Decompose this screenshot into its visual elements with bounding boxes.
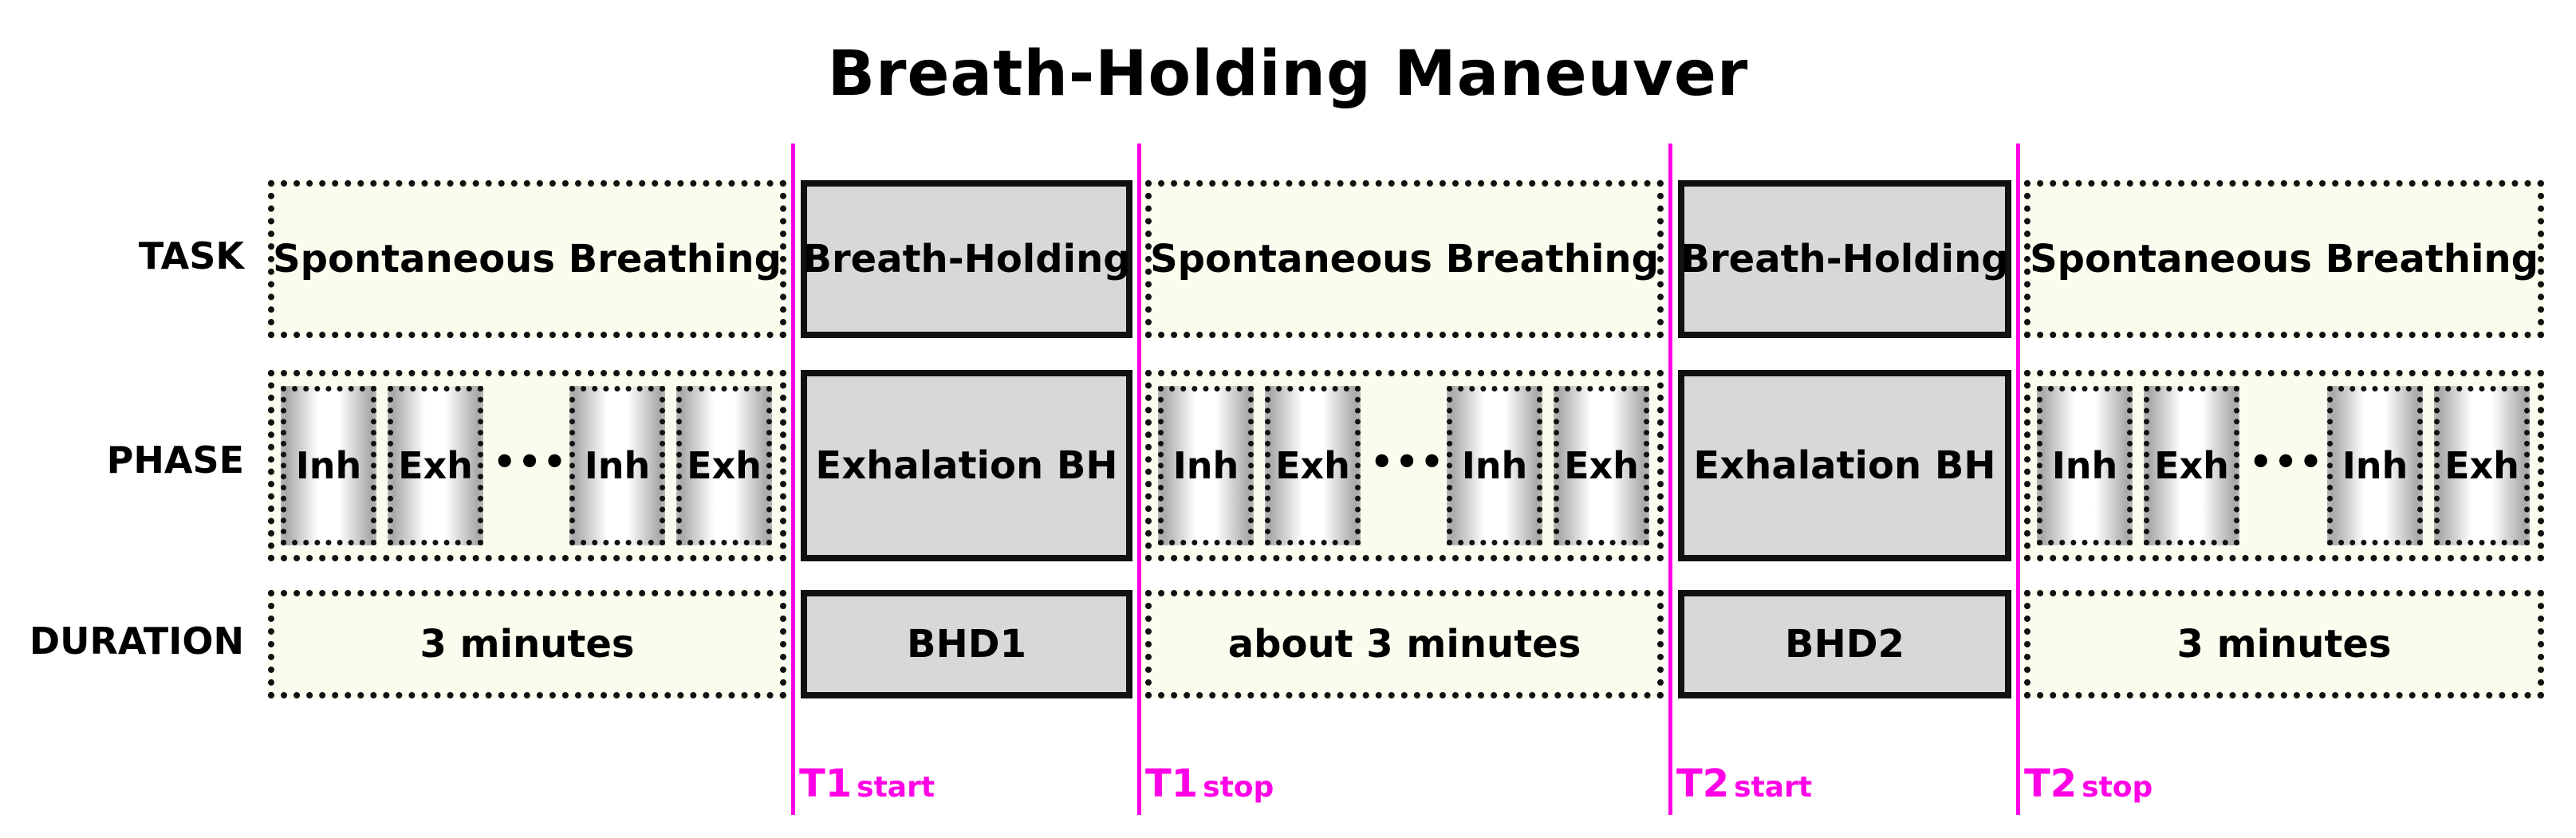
marker-main: T2 bbox=[2024, 761, 2078, 806]
marker-sub: stop bbox=[2082, 771, 2153, 804]
phase-inhale: Inh bbox=[1447, 386, 1542, 545]
marker-line-t2-start bbox=[1668, 144, 1672, 815]
marker-main: T1 bbox=[799, 761, 853, 806]
task-label: Spontaneous Breathing bbox=[273, 237, 782, 281]
task-breath-holding-2: Breath-Holding bbox=[1678, 180, 2011, 338]
duration-sb-2: about 3 minutes bbox=[1145, 590, 1664, 698]
marker-line-t1-stop bbox=[1137, 144, 1141, 815]
phase-exhale: Exh bbox=[1554, 386, 1649, 545]
duration-label: BHD2 bbox=[1785, 622, 1904, 667]
duration-label: 3 minutes bbox=[419, 622, 635, 667]
marker-line-t2-stop bbox=[2016, 144, 2020, 815]
duration-label: about 3 minutes bbox=[1227, 622, 1581, 667]
phase-exhale: Exh bbox=[2434, 386, 2530, 545]
duration-sb-3: 3 minutes bbox=[2024, 590, 2544, 698]
phase-inhale: Inh bbox=[2037, 386, 2133, 545]
marker-sub: start bbox=[1734, 771, 1813, 804]
phase-exhalation-bh-2: Exhalation BH bbox=[1678, 370, 2011, 561]
phase-label: Exhalation BH bbox=[1693, 443, 1996, 488]
duration-sb-1: 3 minutes bbox=[268, 590, 786, 698]
marker-sub: stop bbox=[1203, 771, 1274, 804]
diagram-title: Breath-Holding Maneuver bbox=[827, 38, 1749, 110]
marker-sub: start bbox=[857, 771, 935, 804]
row-label-phase: PHASE bbox=[106, 439, 244, 482]
row-label-task: TASK bbox=[138, 234, 244, 277]
phase-inhale: Inh bbox=[1158, 386, 1254, 545]
phase-label: Exhalation BH bbox=[815, 443, 1118, 488]
row-label-duration: DURATION bbox=[29, 620, 244, 663]
task-spontaneous-breathing-2: Spontaneous Breathing bbox=[1145, 180, 1664, 338]
task-label: Spontaneous Breathing bbox=[2030, 237, 2539, 281]
duration-label: BHD1 bbox=[907, 622, 1026, 667]
duration-label: 3 minutes bbox=[2176, 622, 2392, 667]
phase-ellipsis: ••• bbox=[1370, 440, 1446, 483]
task-spontaneous-breathing-3: Spontaneous Breathing bbox=[2024, 180, 2544, 338]
phase-exhale: Exh bbox=[676, 386, 772, 545]
task-breath-holding-1: Breath-Holding bbox=[801, 180, 1132, 338]
phase-exhalation-bh-1: Exhalation BH bbox=[801, 370, 1132, 561]
phase-ellipsis: ••• bbox=[2249, 440, 2325, 483]
phase-exhale: Exh bbox=[2144, 386, 2239, 545]
task-label: Spontaneous Breathing bbox=[1150, 237, 1659, 281]
phase-exhale: Exh bbox=[388, 386, 483, 545]
task-label: Breath-Holding bbox=[1680, 237, 2009, 281]
phase-inhale: Inh bbox=[2327, 386, 2423, 545]
task-label: Breath-Holding bbox=[802, 237, 1131, 281]
marker-main: T2 bbox=[1676, 761, 1730, 806]
phase-exhale: Exh bbox=[1265, 386, 1361, 545]
phase-inhale: Inh bbox=[281, 386, 376, 545]
phase-inhale: Inh bbox=[569, 386, 665, 545]
marker-main: T1 bbox=[1145, 761, 1199, 806]
duration-bhd2: BHD2 bbox=[1678, 590, 2011, 698]
marker-line-t1-start bbox=[791, 144, 795, 815]
task-spontaneous-breathing-1: Spontaneous Breathing bbox=[268, 180, 786, 338]
duration-bhd1: BHD1 bbox=[801, 590, 1132, 698]
phase-ellipsis: ••• bbox=[493, 440, 569, 483]
